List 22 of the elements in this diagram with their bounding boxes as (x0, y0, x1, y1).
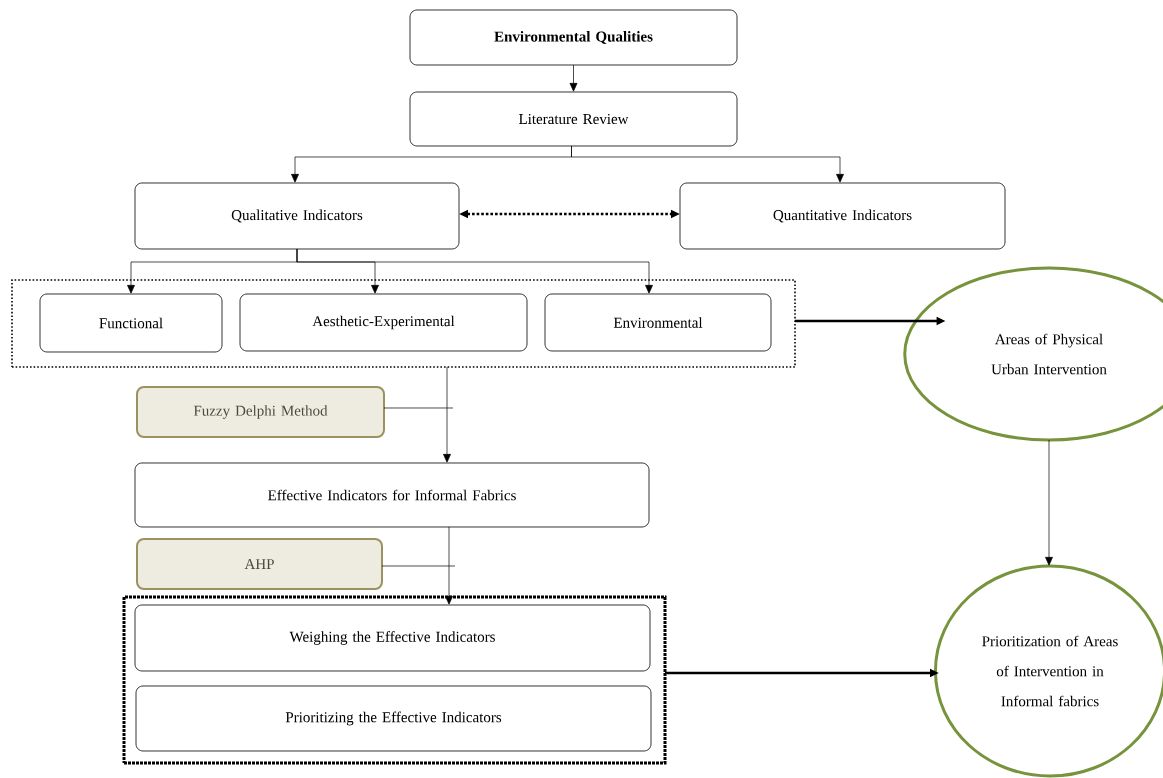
process-box: Environmental (544, 293, 772, 352)
process-box: Qualitative Indicators (134, 182, 460, 250)
arrow (445, 526, 453, 605)
process-box: Quantitative Indicators (679, 182, 1006, 250)
dotted-group-box (122, 595, 667, 765)
process-box: Aesthetic-Experimental (239, 293, 528, 352)
arrow (1045, 439, 1053, 566)
dotted-group-box (11, 279, 796, 368)
process-box: Effective Indicators for Informal Fabrics (134, 462, 650, 528)
method-box: Fuzzy Delphi Method (136, 386, 385, 438)
process-box: Literature Review (409, 91, 738, 147)
process-box: Functional (39, 293, 223, 353)
arrow (296, 248, 653, 294)
arrow (571, 145, 844, 183)
process-box: Environmental Qualities (409, 9, 738, 66)
arrow (569, 64, 578, 92)
connector-line (383, 407, 454, 409)
method-box: AHP (136, 538, 383, 590)
arrow (443, 366, 451, 463)
connector-line (381, 565, 456, 567)
process-box: Weighing the Effective Indicators (134, 604, 651, 672)
process-box: Prioritizing the Effective Indicators (135, 685, 652, 752)
